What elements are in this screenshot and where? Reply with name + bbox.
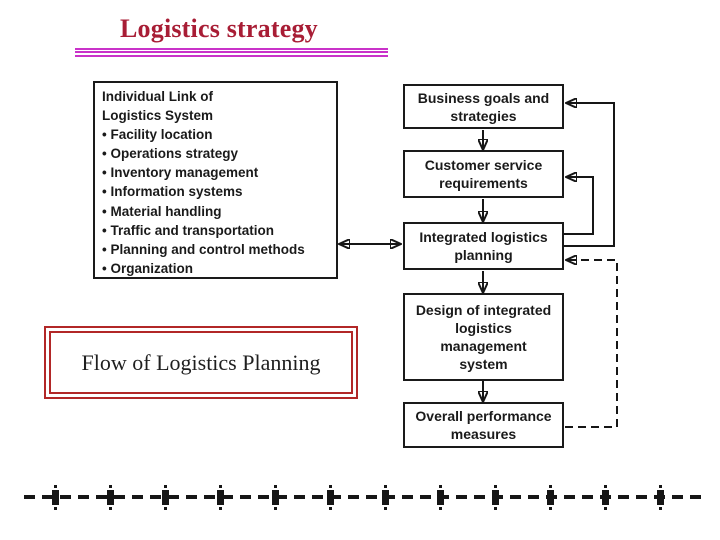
rail-tick — [161, 484, 169, 510]
text-line: measures — [450, 426, 517, 442]
text-line: • Operations strategy — [102, 146, 239, 162]
text-line: Customer service — [424, 157, 543, 173]
rail-tick — [656, 484, 664, 510]
text-line: • Facility location — [102, 127, 213, 143]
text-line: requirements — [439, 175, 528, 191]
caption-box: Flow of Logistics Planning — [44, 326, 358, 399]
feedback-planning-to-customer — [563, 177, 594, 235]
text-line: Integrated logistics — [419, 229, 548, 245]
text-line: • Organization — [102, 260, 193, 276]
text-line: Logistics System — [102, 108, 214, 124]
rail-tick — [51, 484, 59, 510]
rail-tick — [326, 484, 334, 510]
text-line: • Planning and control methods — [102, 241, 305, 257]
text-line: Overall performance — [415, 408, 552, 424]
box-performance-measures: Overall performance measures — [403, 402, 564, 448]
rail-tick — [436, 484, 444, 510]
rail-tick — [546, 484, 554, 510]
text-line: • Traffic and transportation — [102, 222, 274, 238]
text-line: Business goals and — [417, 89, 550, 106]
box-integrated-planning: Integrated logistics planning — [403, 222, 564, 270]
rail-tick — [271, 484, 279, 510]
text-line: logistics — [455, 320, 512, 336]
feedback-planning-to-business — [563, 103, 615, 247]
caption-label: Flow of Logistics Planning — [81, 349, 321, 375]
page-title: Logistics strategy — [120, 14, 318, 43]
title-underline-rule — [75, 48, 388, 57]
individual-links-panel: Individual Link of Logistics System • Faci… — [93, 81, 338, 279]
text-line: system — [459, 356, 508, 372]
text-line: Individual Link of — [102, 89, 213, 104]
rail-tick — [381, 484, 389, 510]
text-line: management — [440, 338, 527, 354]
box-customer-service: Customer service requirements — [403, 150, 564, 198]
footer-divider-dashes — [24, 495, 702, 499]
rail-tick — [216, 484, 224, 510]
text-line: • Inventory management — [102, 165, 259, 181]
rail-tick — [601, 484, 609, 510]
text-line: planning — [454, 247, 513, 263]
rail-tick — [106, 484, 114, 510]
text-line: Design of integrated — [415, 302, 552, 318]
text-line: • Information systems — [102, 184, 243, 200]
text-line: • Material handling — [102, 203, 222, 219]
rail-tick — [491, 484, 499, 510]
text-line: strategies — [450, 107, 517, 124]
box-design-system: Design of integrated logistics management s… — [403, 293, 564, 381]
feedback-performance-to-planning-dashed — [565, 260, 618, 428]
